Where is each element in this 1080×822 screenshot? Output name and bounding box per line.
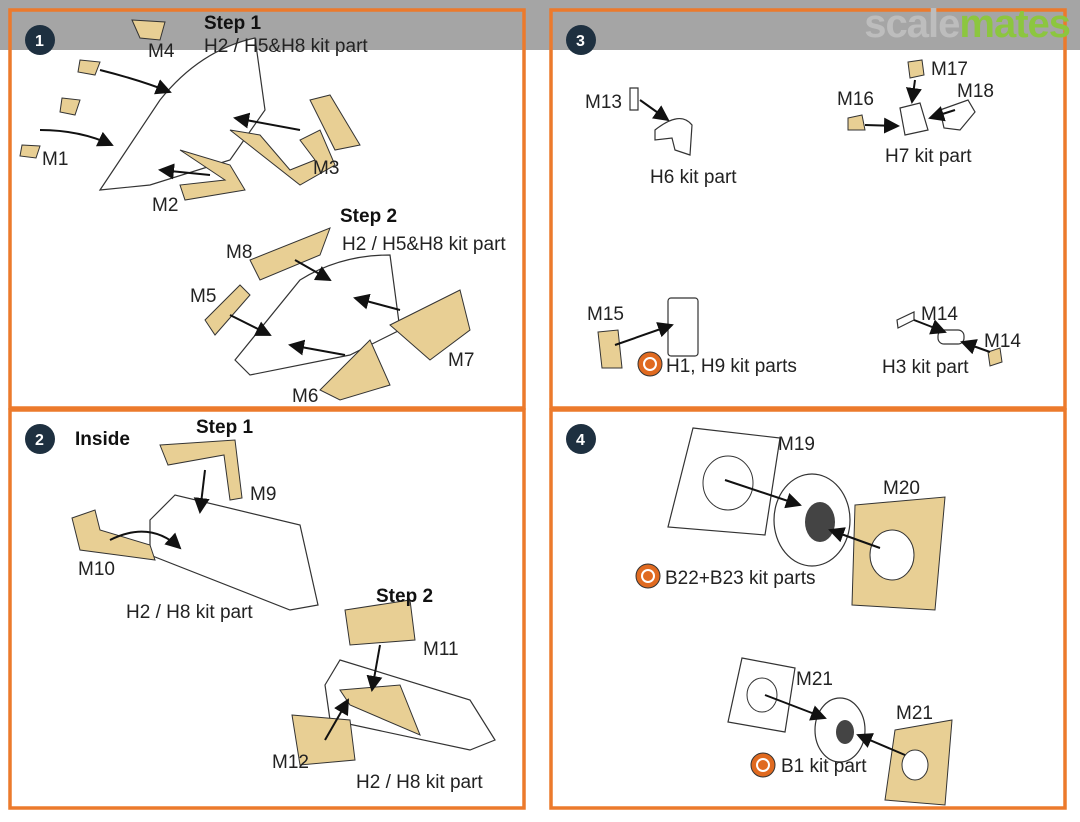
- svg-text:2: 2: [35, 432, 44, 449]
- label-m8: M8: [226, 242, 252, 263]
- wheel-illustration: [667, 427, 953, 806]
- label-m19: M19: [778, 434, 815, 455]
- label-m21b: M21: [896, 703, 933, 724]
- part-b1: B1 kit part: [781, 756, 867, 777]
- svg-text:4: 4: [576, 432, 585, 449]
- step2-part-label: H2 / H5&H8 kit part: [342, 234, 506, 255]
- canopy-illustration-2: [71, 439, 496, 766]
- svg-text:3: 3: [576, 33, 585, 50]
- label-m7: M7: [448, 350, 474, 371]
- step-badge-4: 4: [566, 424, 596, 454]
- label-m14b: M14: [984, 331, 1021, 352]
- label-m10: M10: [78, 559, 115, 580]
- part-h7: H7 kit part: [885, 146, 972, 167]
- label-m18: M18: [957, 81, 994, 102]
- step2-part-label-2: H2 / H8 kit part: [356, 772, 483, 793]
- part-h3: H3 kit part: [882, 357, 969, 378]
- step1-part-label-2: H2 / H8 kit part: [126, 602, 253, 623]
- label-m1: M1: [42, 149, 68, 170]
- panel-2: [8, 408, 526, 810]
- step2-title: Step 2: [340, 206, 397, 227]
- step2-title-2: Step 2: [376, 586, 433, 607]
- label-m11: M11: [423, 639, 459, 660]
- part-h1-h9: H1, H9 kit parts: [666, 356, 797, 377]
- kit-part-icon: [635, 563, 661, 589]
- label-m17: M17: [931, 59, 968, 80]
- label-m20: M20: [883, 478, 920, 499]
- label-m16: M16: [837, 89, 874, 110]
- inside-title: Inside: [75, 429, 130, 450]
- small-parts-illustration: [597, 59, 1003, 369]
- label-m4: M4: [148, 41, 175, 62]
- step-badge-2: 2: [25, 424, 55, 454]
- part-b22-b23: B22+B23 kit parts: [665, 568, 816, 589]
- label-m12: M12: [272, 752, 309, 773]
- logo-part2: mates: [959, 2, 1071, 46]
- canopy-illustration-1: [19, 19, 471, 401]
- label-m5: M5: [190, 286, 216, 307]
- label-m6: M6: [292, 386, 318, 407]
- label-m21a: M21: [796, 669, 833, 690]
- scalemates-logo[interactable]: scalemates: [864, 2, 1071, 47]
- panel-1: [8, 8, 526, 410]
- part-h6: H6 kit part: [650, 167, 737, 188]
- kit-part-icon: [750, 752, 776, 778]
- panel-3: [549, 8, 1067, 410]
- label-m3: M3: [313, 158, 339, 179]
- step1-part-label: H2 / H5&H8 kit part: [204, 36, 368, 57]
- step1-title: Step 1: [204, 13, 261, 34]
- logo-part1: scale: [864, 2, 960, 46]
- label-m15: M15: [587, 304, 624, 325]
- label-m2: M2: [152, 195, 178, 216]
- svg-text:1: 1: [35, 33, 44, 50]
- label-m13: M13: [585, 92, 622, 113]
- label-m9: M9: [250, 484, 276, 505]
- label-m14a: M14: [921, 304, 958, 325]
- step-badge-3: 3: [566, 25, 596, 55]
- kit-part-icon: [637, 351, 663, 377]
- panel-4: [549, 408, 1067, 810]
- step-badge-1: 1: [25, 25, 55, 55]
- step1-title-2: Step 1: [196, 417, 253, 438]
